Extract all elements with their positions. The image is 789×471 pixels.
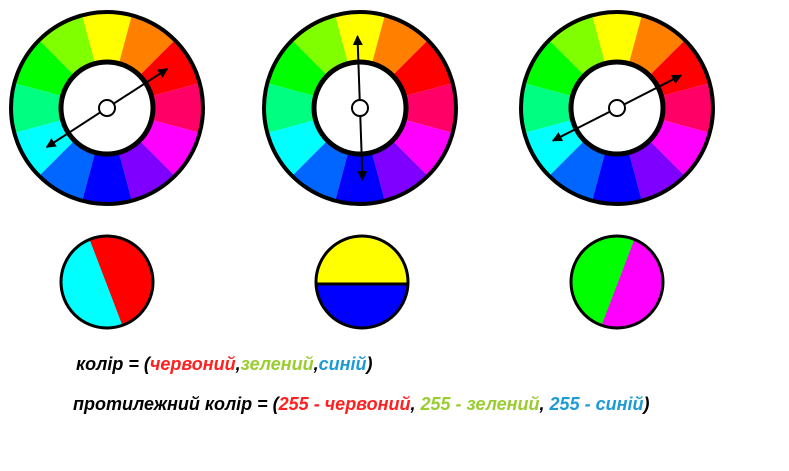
formula-2-suffix: )	[643, 394, 650, 414]
wheel-segment	[82, 12, 132, 64]
wheel-segment	[264, 83, 316, 133]
formula-2-green: 255 - зелений	[420, 394, 540, 414]
formula-2-comma-1: ,	[410, 394, 421, 414]
formula-1-comma-2: ,	[313, 354, 319, 374]
wheel-hub	[98, 99, 116, 117]
color-swatch-yellow-blue	[314, 234, 410, 330]
wheel-hub	[608, 99, 626, 117]
color-wheel-2	[262, 10, 458, 206]
formula-opposite-color: протилежний колір = (255 - червоний, 255…	[73, 394, 649, 415]
color-swatch-green-magenta	[569, 234, 665, 330]
formula-1-red: червоний	[149, 354, 236, 374]
formula-2-comma-2: ,	[539, 394, 550, 414]
formula-2-blue: 255 - синій	[549, 394, 644, 414]
wheel-segment	[592, 12, 642, 64]
wheel-outer-ring	[9, 10, 205, 206]
color-wheel-3	[519, 10, 715, 206]
formula-2-prefix: протилежний колір = (	[73, 394, 279, 414]
formula-2-red: 255 - червоний	[278, 394, 411, 414]
formula-1-green: зелений	[240, 354, 314, 374]
formula-1-comma-1: ,	[235, 354, 241, 374]
formula-color: колір = (червоний,зелений,синій)	[76, 354, 373, 375]
wheel-hub	[351, 99, 369, 117]
formula-1-prefix: колір = (	[76, 354, 150, 374]
wheel-segment	[404, 83, 456, 133]
wheel-outer-ring	[519, 10, 715, 206]
formula-1-blue: синій	[318, 354, 367, 374]
formula-1-suffix: )	[366, 354, 373, 374]
wheel-outer-ring	[262, 10, 458, 206]
color-swatch-cyan-red	[59, 234, 155, 330]
swatch-half-yellow	[316, 236, 408, 284]
wheel-segment	[592, 152, 642, 204]
color-wheel-1	[9, 10, 205, 206]
wheel-segment	[82, 152, 132, 204]
